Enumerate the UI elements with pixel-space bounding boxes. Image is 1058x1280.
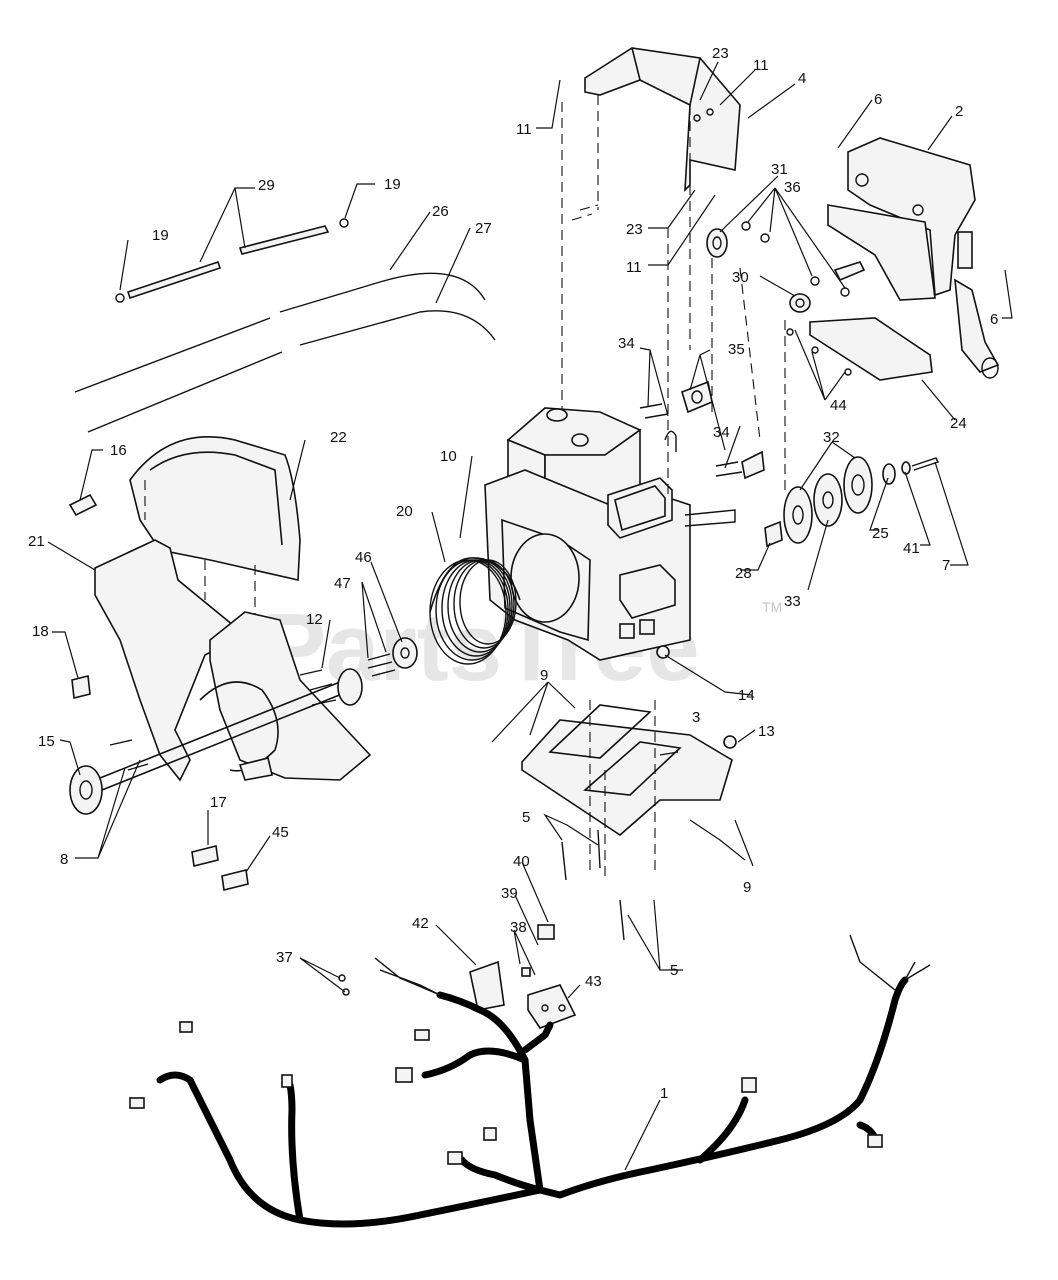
exhaust-flanges xyxy=(706,221,866,376)
callout-41: 41 xyxy=(903,540,920,557)
callout-47: 47 xyxy=(334,575,351,592)
callout-15: 15 xyxy=(38,733,55,750)
part-1-wiring-harness xyxy=(129,934,931,1228)
shaft-assembly xyxy=(69,668,363,815)
callout-45: 45 xyxy=(272,824,289,841)
small-clips xyxy=(68,493,249,891)
callout-6: 6 xyxy=(990,311,998,328)
callout-35: 35 xyxy=(728,341,745,358)
callout-7: 7 xyxy=(942,557,950,574)
pulley-stack xyxy=(764,456,939,548)
callout-25: 25 xyxy=(872,525,889,542)
part-24-heat-shield xyxy=(809,317,933,381)
callout-24: 24 xyxy=(950,415,967,432)
callout-16: 16 xyxy=(110,442,127,459)
callout-42: 42 xyxy=(412,915,429,932)
callout-23: 23 xyxy=(712,45,729,62)
callout-9: 9 xyxy=(540,667,548,684)
callout-40: 40 xyxy=(513,853,530,870)
callout-8: 8 xyxy=(60,851,68,868)
callout-33: 33 xyxy=(784,593,801,610)
callout-2: 2 xyxy=(955,103,963,120)
callout-43: 43 xyxy=(585,973,602,990)
callout-3: 3 xyxy=(692,709,700,726)
callout-37: 37 xyxy=(276,949,293,966)
callout-34: 34 xyxy=(713,424,730,441)
callout-11: 11 xyxy=(516,121,532,138)
engine-block xyxy=(484,407,736,661)
dashed-guides xyxy=(561,95,786,500)
part-46-47-coupling xyxy=(367,637,418,677)
part-22-housing xyxy=(129,436,301,620)
callout-4: 4 xyxy=(798,70,806,87)
callout-5: 5 xyxy=(670,962,678,979)
callout-29: 29 xyxy=(258,177,275,194)
callout-10: 10 xyxy=(440,448,457,465)
part-29-tubes xyxy=(115,218,349,303)
callout-44: 44 xyxy=(830,397,847,414)
callout-19: 19 xyxy=(152,227,169,244)
callout-14: 14 xyxy=(738,687,755,704)
callout-34: 34 xyxy=(618,335,635,352)
callout-5: 5 xyxy=(522,809,530,826)
callout-6: 6 xyxy=(874,91,882,108)
part-3-mount-plate xyxy=(521,645,737,941)
callout-46: 46 xyxy=(355,549,372,566)
callout-17: 17 xyxy=(210,794,227,811)
part-34-35-gaskets xyxy=(639,380,765,480)
callout-32: 32 xyxy=(823,429,840,446)
callout-19: 19 xyxy=(384,176,401,193)
callout-18: 18 xyxy=(32,623,49,640)
callout-21: 21 xyxy=(28,533,45,550)
callout-30: 30 xyxy=(732,269,749,286)
callout-20: 20 xyxy=(396,503,413,520)
callout-26: 26 xyxy=(432,203,449,220)
part-20-belt xyxy=(429,557,521,665)
watermark-tm: TM xyxy=(762,599,782,615)
callout-22: 22 xyxy=(330,429,347,446)
callout-13: 13 xyxy=(758,723,775,740)
callout-1: 1 xyxy=(660,1085,668,1102)
callout-11: 11 xyxy=(626,259,642,276)
callout-28: 28 xyxy=(735,565,752,582)
callout-39: 39 xyxy=(501,885,518,902)
leader-lines xyxy=(47,61,1013,1171)
callout-36: 36 xyxy=(784,179,801,196)
callout-27: 27 xyxy=(475,220,492,237)
callout-labels: 11 23 11 4 6 2 23 11 31 36 30 6 44 24 34… xyxy=(28,45,998,1102)
callout-31: 31 xyxy=(771,161,788,178)
callout-9: 9 xyxy=(743,879,751,896)
callout-23: 23 xyxy=(626,221,643,238)
part-4-upper-shroud xyxy=(584,47,741,193)
part-2-muffler-guard xyxy=(827,137,1000,379)
callout-11: 11 xyxy=(753,57,769,74)
callout-38: 38 xyxy=(510,919,527,936)
part-26-27-cables xyxy=(74,272,496,433)
electrical-components xyxy=(338,924,577,1029)
callout-12: 12 xyxy=(306,611,323,628)
